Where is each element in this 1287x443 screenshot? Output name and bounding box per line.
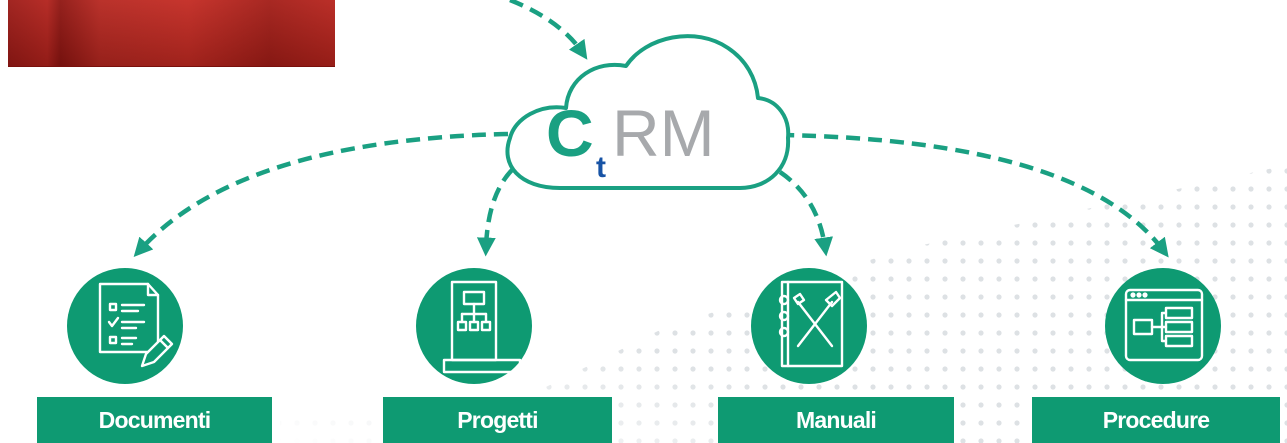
arrow-photo-to-cloud: [509, 0, 588, 60]
label-progetti: Progetti: [383, 397, 612, 443]
label-documenti: Documenti: [37, 397, 272, 443]
arrow-cloud-to-progetti: [476, 168, 514, 257]
project-flowchart-icon: [442, 280, 522, 374]
crm-cloud: C t RM: [505, 34, 791, 190]
arrow-cloud-to-procedure: [779, 132, 1169, 258]
node-procedure: [1105, 268, 1221, 384]
logo-letter-c: C: [546, 96, 594, 170]
document-checklist-icon: [98, 282, 174, 368]
arrow-cloud-to-documenti: [133, 131, 509, 257]
manual-tools-icon: [778, 280, 844, 368]
cloud-shape: [505, 34, 791, 190]
node-documenti: [67, 268, 183, 384]
logo-letters-rm: RM: [612, 96, 715, 170]
crm-logo: C t RM: [546, 96, 715, 184]
node-progetti: [416, 268, 532, 384]
arrow-cloud-to-manuali: [778, 170, 834, 257]
header-photo: [8, 0, 335, 67]
label-procedure: Procedure: [1032, 397, 1280, 443]
label-manuali: Manuali: [718, 397, 954, 443]
node-manuali: [751, 268, 867, 384]
procedure-window-icon: [1124, 288, 1204, 362]
logo-letter-t: t: [596, 151, 606, 184]
